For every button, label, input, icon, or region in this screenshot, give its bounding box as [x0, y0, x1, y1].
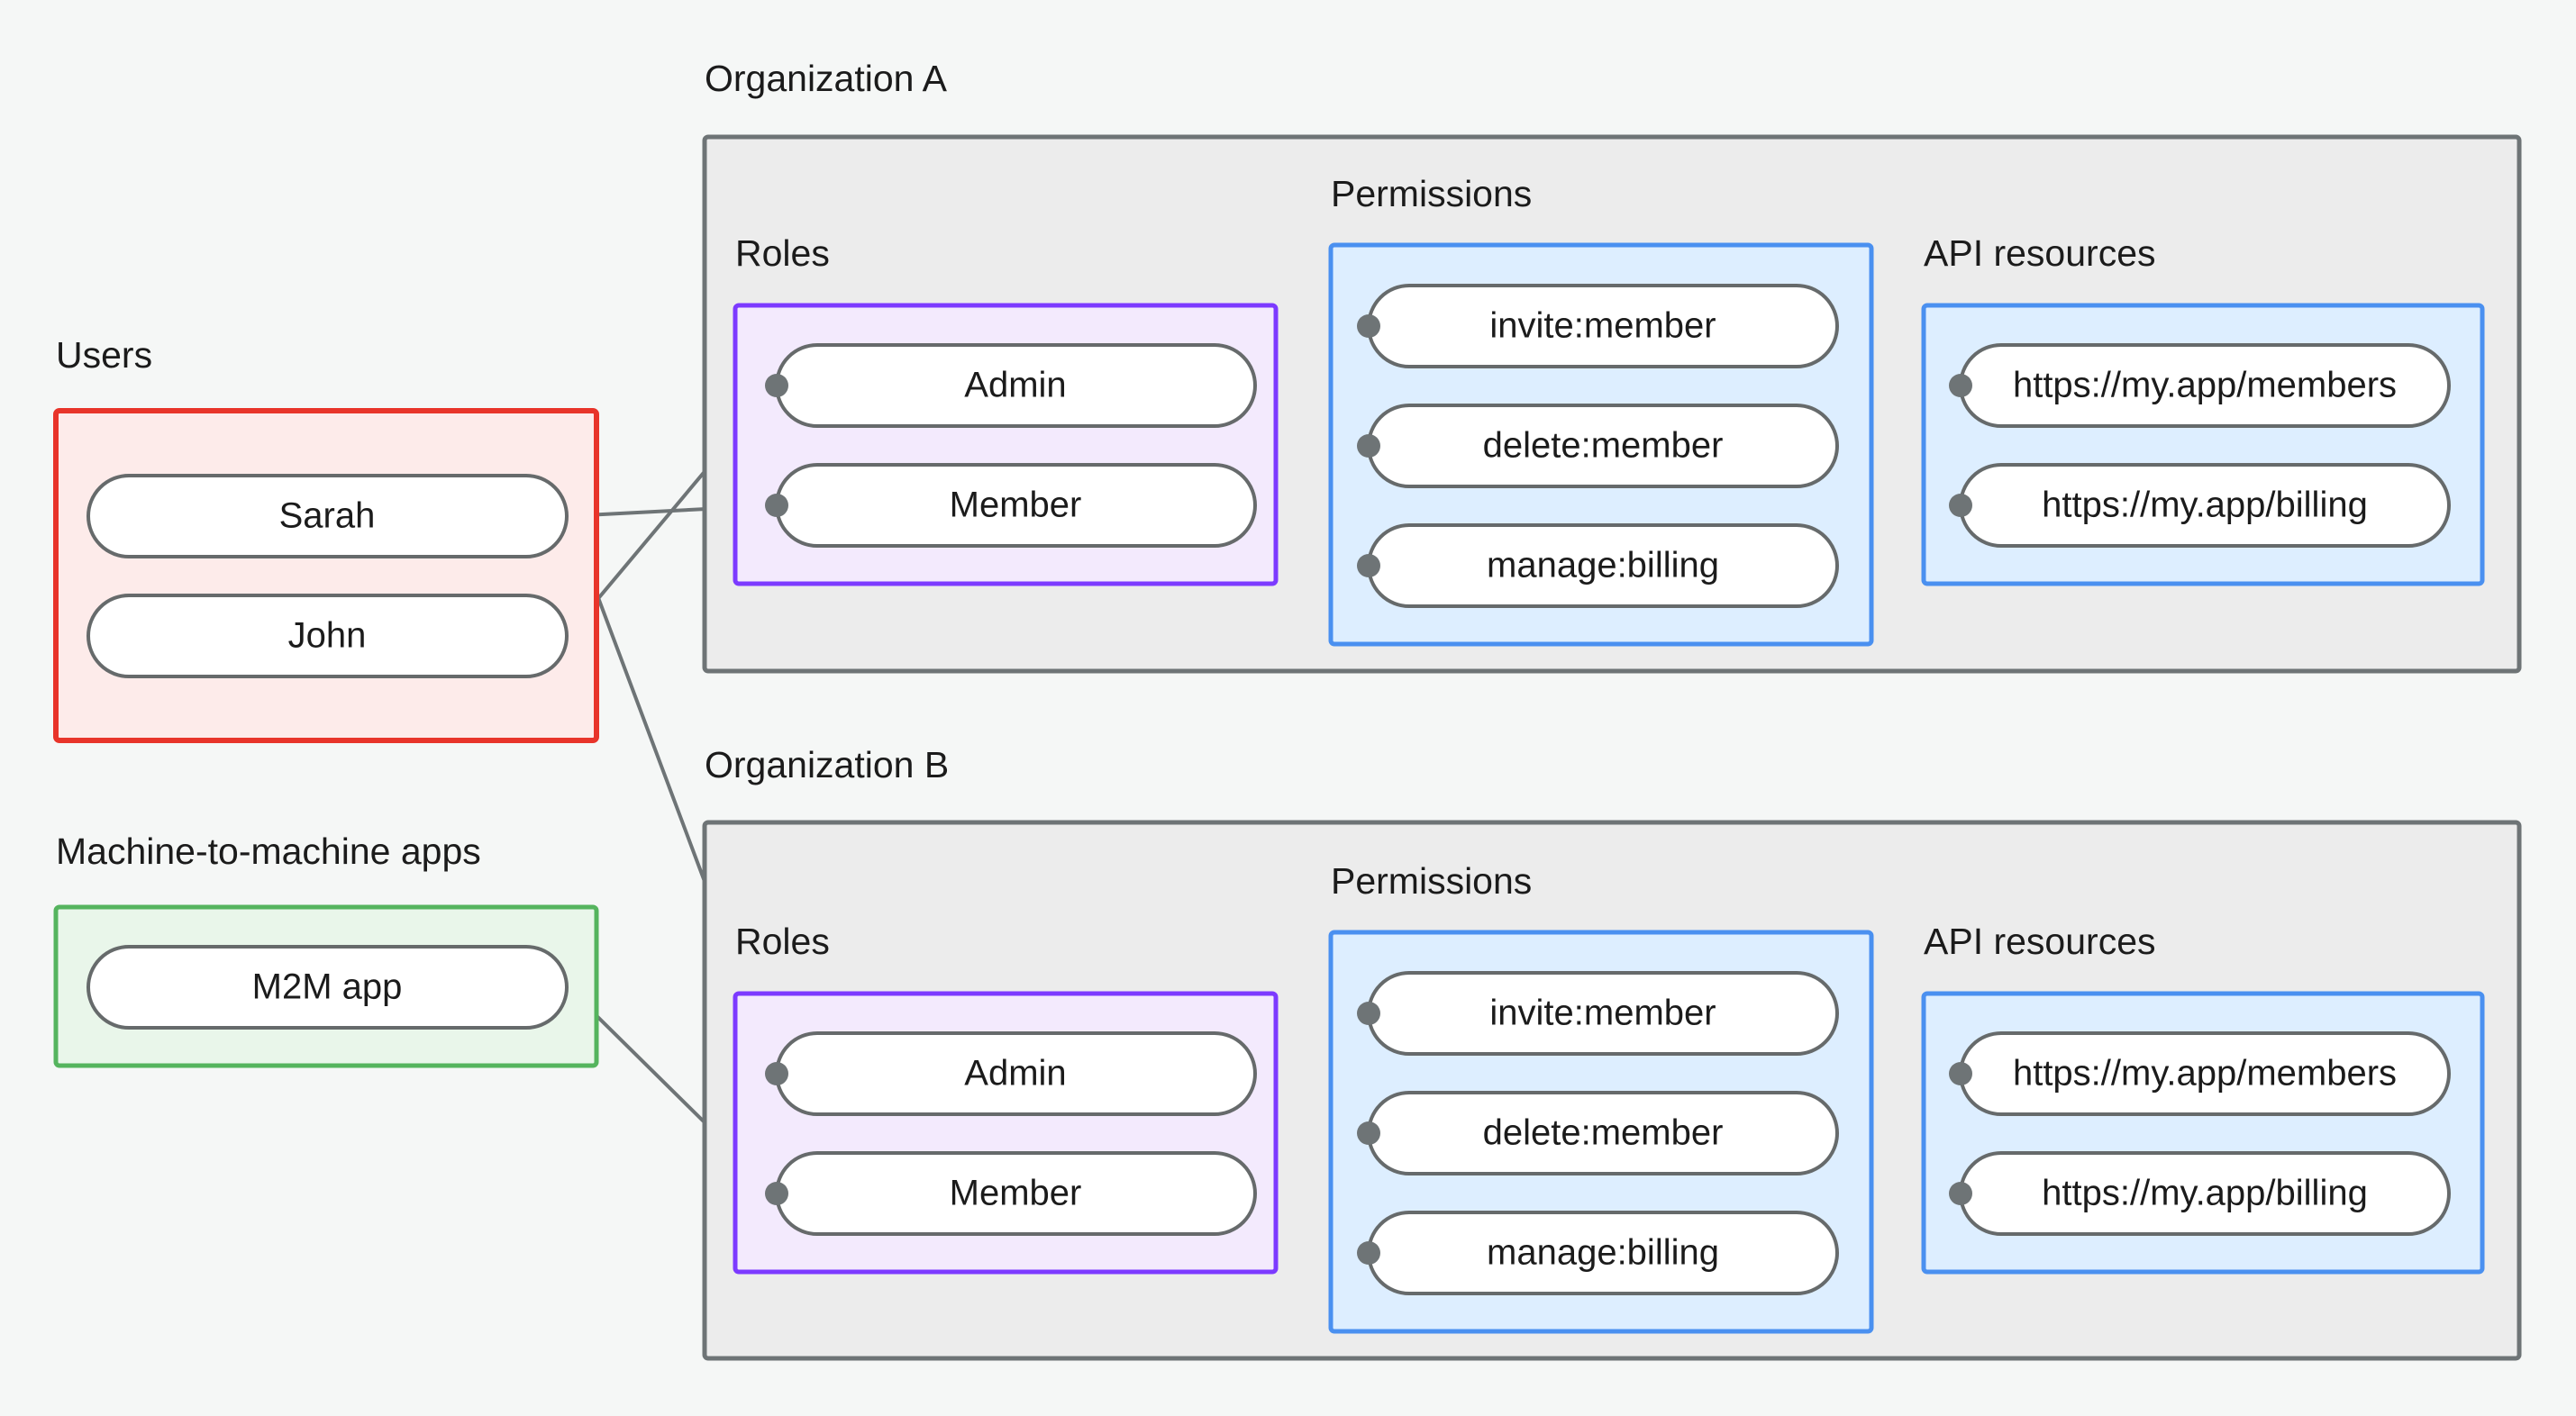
edge-endpoint-layer	[765, 314, 1972, 1265]
org-a-roles-label: Roles	[735, 232, 830, 274]
edge-dot-org-b-billing-in	[1357, 1241, 1380, 1265]
edge-dot-org-a-delete-in	[1357, 434, 1380, 458]
node-org-b-member[interactable]: Member	[775, 1151, 1257, 1236]
node-label: Admin	[964, 1054, 1066, 1094]
node-label: M2M app	[252, 967, 403, 1007]
node-label: Member	[950, 1174, 1082, 1213]
node-org-a-delete[interactable]: delete:member	[1367, 404, 1839, 488]
edge-dot-org-b-res-billing-in	[1949, 1182, 1972, 1205]
node-label: https://my.app/members	[2013, 366, 2397, 405]
edge-dot-org-a-admin-in	[765, 374, 788, 397]
node-sarah[interactable]: Sarah	[86, 474, 569, 558]
node-org-b-delete[interactable]: delete:member	[1367, 1091, 1839, 1175]
org-a-title: Organization A	[705, 58, 948, 99]
org-a-permissions-label: Permissions	[1331, 173, 1532, 214]
node-org-a-admin[interactable]: Admin	[775, 343, 1257, 428]
node-org-b-billing[interactable]: manage:billing	[1367, 1211, 1839, 1295]
node-label: Member	[950, 486, 1082, 525]
node-label: Sarah	[279, 496, 376, 536]
node-org-a-member[interactable]: Member	[775, 463, 1257, 548]
node-label: invite:member	[1489, 994, 1716, 1033]
node-label: Admin	[964, 366, 1066, 405]
org-b-title: Organization B	[705, 744, 949, 785]
users-container	[53, 408, 599, 743]
node-label: delete:member	[1483, 426, 1724, 466]
node-org-b-admin[interactable]: Admin	[775, 1031, 1257, 1116]
edge-dot-org-b-delete-in	[1357, 1121, 1380, 1145]
node-john[interactable]: John	[86, 594, 569, 678]
node-label: John	[288, 616, 367, 656]
node-label: https://my.app/billing	[2042, 486, 2368, 525]
node-label: https://my.app/members	[2013, 1054, 2397, 1094]
edge-dot-org-a-res-members-in	[1949, 374, 1972, 397]
node-org-b-invite[interactable]: invite:member	[1367, 971, 1839, 1056]
node-org-a-billing[interactable]: manage:billing	[1367, 523, 1839, 608]
org-a-api-label: API resources	[1924, 232, 2156, 274]
edge-dot-org-a-res-billing-in	[1949, 494, 1972, 517]
org-b-roles-label: Roles	[735, 921, 830, 962]
edge-dot-org-b-res-members-in	[1949, 1062, 1972, 1085]
machine-apps-group-label: Machine-to-machine apps	[56, 831, 481, 872]
node-org-b-res-members[interactable]: https://my.app/members	[1959, 1031, 2451, 1116]
node-org-a-invite[interactable]: invite:member	[1367, 284, 1839, 368]
org-b-api-label: API resources	[1924, 921, 2156, 962]
node-org-b-res-billing[interactable]: https://my.app/billing	[1959, 1151, 2451, 1236]
edge-dot-org-b-admin-in	[765, 1062, 788, 1085]
node-org-a-res-members[interactable]: https://my.app/members	[1959, 343, 2451, 428]
node-m2m-app[interactable]: M2M app	[86, 945, 569, 1030]
node-label: https://my.app/billing	[2042, 1174, 2368, 1213]
node-label: manage:billing	[1487, 546, 1719, 585]
node-label: delete:member	[1483, 1113, 1724, 1153]
edge-dot-org-b-invite-in	[1357, 1002, 1380, 1025]
org-b-permissions-label: Permissions	[1331, 860, 1532, 902]
node-org-a-res-billing[interactable]: https://my.app/billing	[1959, 463, 2451, 548]
edge-dot-org-a-member-in	[765, 494, 788, 517]
edge-dot-org-b-member-in	[765, 1182, 788, 1205]
edge-dot-org-a-invite-in	[1357, 314, 1380, 338]
node-label: manage:billing	[1487, 1233, 1719, 1273]
users-group-label: Users	[56, 334, 152, 376]
node-label: invite:member	[1489, 306, 1716, 346]
edge-dot-org-a-billing-in	[1357, 554, 1380, 577]
